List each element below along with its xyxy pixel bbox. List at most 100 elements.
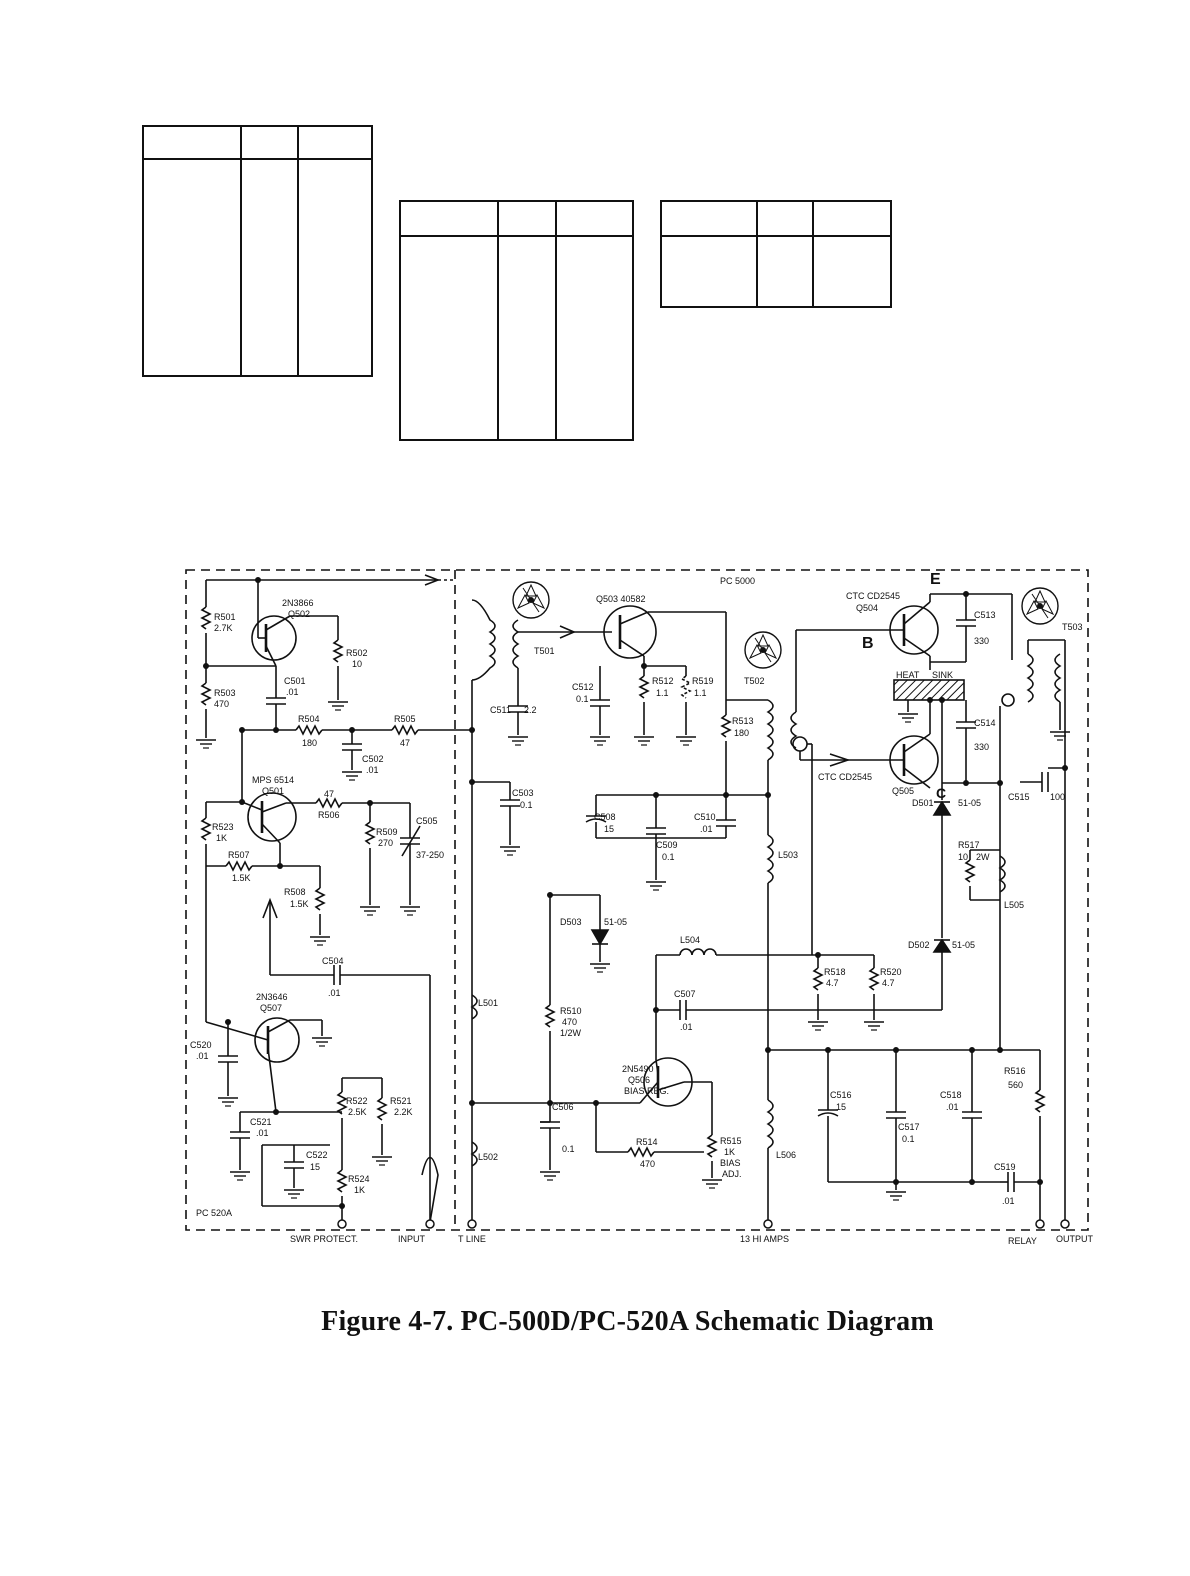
handwritten-c: C [936, 785, 946, 801]
c516-val: 15 [836, 1102, 846, 1112]
q507-ref: Q507 [260, 1003, 282, 1013]
l506-label: L506 [776, 1150, 796, 1160]
c505-ref: C505 [416, 816, 438, 826]
r507-val: 1.5K [232, 873, 251, 883]
c520-ref: C520 [190, 1040, 212, 1050]
c508-val: 15 [604, 824, 614, 834]
r510-val: 470 [562, 1017, 577, 1027]
table-column-divider [555, 202, 557, 439]
terminal-13-hi-amps: 13 HI AMPS [740, 1234, 789, 1244]
c505-val: 37-250 [416, 850, 444, 860]
q505-ref: Q505 [892, 786, 914, 796]
table-header-row [144, 127, 371, 160]
r504-val: 180 [302, 738, 317, 748]
r522-val: 2.5K [348, 1107, 367, 1117]
c518-val: .01 [946, 1102, 959, 1112]
r516-ref: R516 [1004, 1066, 1026, 1076]
r503-ref: R503 [214, 688, 236, 698]
d502-type: 51-05 [952, 940, 975, 950]
parts-table-2 [399, 200, 634, 441]
c521-ref: C521 [250, 1117, 272, 1127]
r520-ref: R520 [880, 967, 902, 977]
c504-val: .01 [328, 988, 341, 998]
heatsink-label-heat: HEAT [896, 670, 920, 680]
resistor-r501 [200, 606, 212, 630]
t502-label: T502 [744, 676, 765, 686]
r509-ref: R509 [376, 827, 398, 837]
r509-val: 270 [378, 838, 393, 848]
d503-type: 51-05 [604, 917, 627, 927]
c510-val: .01 [700, 824, 713, 834]
r517-val: 10 [958, 852, 968, 862]
q506-ref: Q506 [628, 1075, 650, 1085]
terminal-relay: RELAY [1008, 1236, 1037, 1246]
r520-val: 4.7 [882, 978, 895, 988]
c509-ref: C509 [656, 840, 678, 850]
r516-val: 560 [1008, 1080, 1023, 1090]
table-column-divider [240, 127, 242, 375]
c508-ref: C508 [594, 812, 616, 822]
r510-watt: 1/2W [560, 1028, 582, 1038]
terminal-swr-protect: SWR PROTECT. [290, 1234, 358, 1244]
r501-ref: R501 [214, 612, 236, 622]
board-label-main: PC 5000 [720, 576, 755, 586]
c510-ref: C510 [694, 812, 716, 822]
d502-ref: D502 [908, 940, 930, 950]
c514-ref: C514 [974, 718, 996, 728]
c514-val: 330 [974, 742, 989, 752]
r512-ref: R512 [652, 676, 674, 686]
c513-val: 330 [974, 636, 989, 646]
c507-val: .01 [680, 1022, 693, 1032]
c506-val: 0.1 [562, 1144, 575, 1154]
r524-val: 1K [354, 1185, 365, 1195]
r519-val: 1.1 [694, 688, 707, 698]
r517-ref: R517 [958, 840, 980, 850]
r521-ref: R521 [390, 1096, 412, 1106]
t501-label: T501 [534, 646, 555, 656]
board-label-sub: PC 520A [196, 1208, 232, 1218]
c503-ref: C503 [512, 788, 534, 798]
table-column-divider [812, 202, 814, 306]
c522-ref: C522 [306, 1150, 328, 1160]
q501-ref: Q501 [262, 786, 284, 796]
c502-val: .01 [366, 765, 379, 775]
table-column-divider [756, 202, 758, 306]
q507-type: 2N3646 [256, 992, 288, 1002]
r518-ref: R518 [824, 967, 846, 977]
q506-type: 2N5490 [622, 1064, 654, 1074]
c511-val: 2.2 [524, 705, 537, 715]
r510-ref: R510 [560, 1006, 582, 1016]
c519-ref: C519 [994, 1162, 1016, 1172]
r505-ref: R505 [394, 714, 416, 724]
q503-label: Q503 40582 [596, 594, 646, 604]
terminal-output: OUTPUT [1056, 1234, 1094, 1244]
table-column-divider [497, 202, 499, 439]
handwritten-b: B [862, 635, 874, 652]
r508-ref: R508 [284, 887, 306, 897]
c521-val: .01 [256, 1128, 269, 1138]
l504-label: L504 [680, 935, 700, 945]
r507-ref: R507 [228, 850, 250, 860]
handwritten-e: E [930, 571, 941, 588]
l503-label: L503 [778, 850, 798, 860]
r522-ref: R522 [346, 1096, 368, 1106]
figure-caption: Figure 4-7. PC-500D/PC-520A Schematic Di… [321, 1306, 934, 1337]
r524-ref: R524 [348, 1174, 370, 1184]
c517-val: 0.1 [902, 1134, 915, 1144]
c515-val: 100 [1050, 792, 1065, 802]
c504-ref: C504 [322, 956, 344, 966]
c512-val: 0.1 [576, 694, 589, 704]
r515-val: 1K [724, 1147, 735, 1157]
r519-ref: R519 [692, 676, 714, 686]
r504-ref: R504 [298, 714, 320, 724]
c506-ref: C506 [552, 1102, 574, 1112]
r515-adj: ADJ. [722, 1169, 742, 1179]
r513-val: 180 [734, 728, 749, 738]
c516-ref: C516 [830, 1090, 852, 1100]
c519-val: .01 [1002, 1196, 1015, 1206]
q501-type: MPS 6514 [252, 775, 294, 785]
d501-type: 51-05 [958, 798, 981, 808]
c507-ref: C507 [674, 989, 696, 999]
c502-ref: C502 [362, 754, 384, 764]
r514-val: 470 [640, 1159, 655, 1169]
